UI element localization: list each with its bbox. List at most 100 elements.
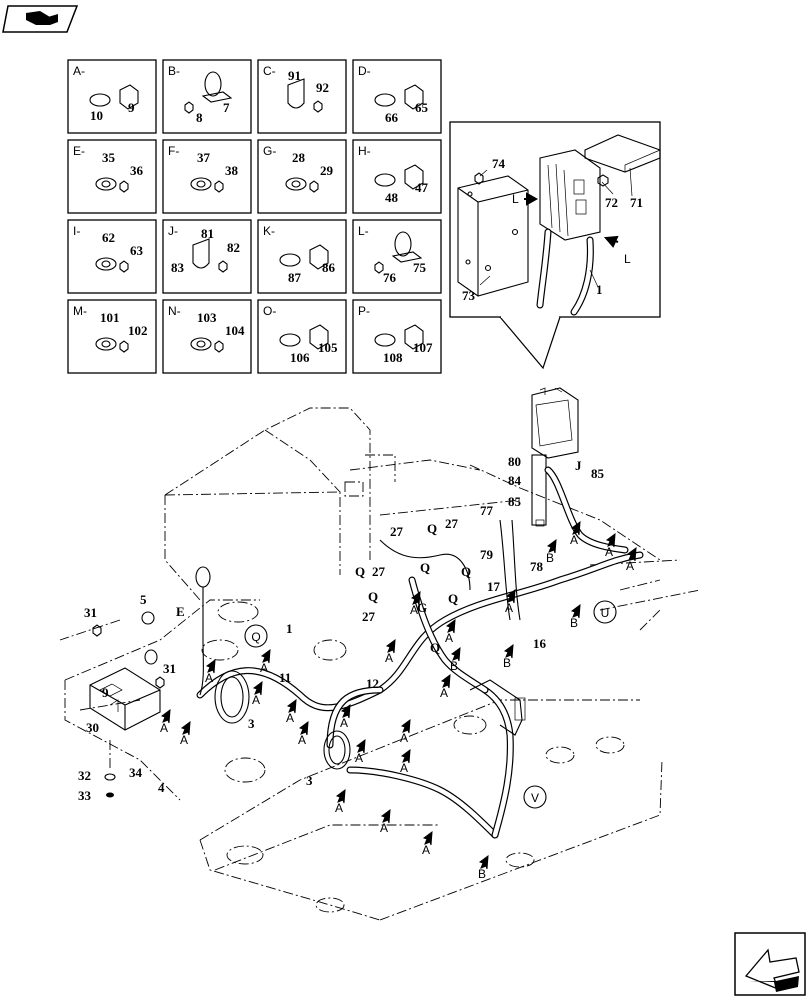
- detail-box-A: A-910: [67, 59, 157, 134]
- clamp-letter: A: [400, 761, 408, 775]
- callout-27: 27: [445, 516, 459, 531]
- inset-part-73: 73: [462, 288, 476, 303]
- detail-box-B: B-78: [162, 59, 252, 134]
- callout-9: 9: [102, 685, 109, 700]
- callout-33: 33: [78, 788, 92, 803]
- clamp-letter: A: [422, 843, 430, 857]
- clamp-letter: A: [445, 631, 453, 645]
- callout-Q: Q: [430, 640, 440, 655]
- part-number-106: 106: [290, 350, 310, 365]
- previous-page-arrow-icon[interactable]: [734, 932, 806, 996]
- clamp-letter: A: [355, 751, 363, 765]
- clamp-marker: B: [570, 603, 581, 630]
- detail-box-title: A-: [73, 64, 85, 78]
- part-number-47: 47: [415, 180, 429, 195]
- clamp-letter: B: [570, 616, 578, 630]
- main-harness: [196, 466, 644, 839]
- detail-box-title: I-: [73, 224, 80, 238]
- detail-box-title: M-: [73, 304, 87, 318]
- detail-box-grid: A-910B-78C-9192D-6566E-3536F-3738G-2829H…: [67, 59, 442, 374]
- callout-J: J: [575, 458, 582, 473]
- clamp-letter: A: [570, 533, 578, 547]
- work-lamp: [195, 566, 211, 696]
- detail-box-title: P-: [358, 304, 370, 318]
- part-number-82: 82: [227, 240, 240, 255]
- clamp-letter: A: [410, 603, 418, 617]
- circled-reference-U: U: [593, 600, 617, 624]
- clamp-marker: A: [422, 830, 433, 857]
- part-number-91: 91: [288, 68, 301, 83]
- circled-reference-V: V: [523, 785, 547, 809]
- detail-box-title: N-: [168, 304, 181, 318]
- part-number-66: 66: [385, 110, 399, 125]
- inset-part-72: 72: [605, 195, 618, 210]
- callout-34: 34: [129, 765, 143, 780]
- book-open-icon[interactable]: [2, 5, 79, 33]
- callout-3: 3: [248, 716, 255, 731]
- clamp-letter: B: [450, 659, 458, 673]
- clamp-letter: A: [440, 686, 448, 700]
- clamp-marker: A: [410, 590, 421, 617]
- clamp-marker: B: [503, 643, 514, 670]
- callout-31: 31: [84, 605, 97, 620]
- part-number-86: 86: [322, 260, 336, 275]
- part-number-48: 48: [385, 190, 399, 205]
- clamp-marker: A: [252, 680, 263, 707]
- part-number-10: 10: [90, 108, 103, 123]
- detail-box-title: G-: [263, 144, 276, 158]
- callout-5: 5: [140, 592, 147, 607]
- clamp-marker: A: [400, 718, 411, 745]
- part-number-92: 92: [316, 80, 329, 95]
- detail-box-title: J-: [168, 224, 178, 238]
- inset-part-1: 1: [596, 282, 603, 297]
- part-number-29: 29: [320, 163, 334, 178]
- clamp-marker: A: [505, 588, 516, 615]
- callout-4: 4: [158, 780, 165, 795]
- clamp-letter: A: [286, 711, 294, 725]
- callout-85: 85: [508, 494, 522, 509]
- clamp-letter: A: [205, 671, 213, 685]
- circled-reference-T: Q: [244, 624, 268, 648]
- control-unit-mount: [531, 387, 579, 527]
- callout-79: 79: [480, 547, 494, 562]
- detail-box-title: B-: [168, 64, 180, 78]
- callout-Q: Q: [448, 591, 458, 606]
- callout-Q: Q: [427, 521, 437, 536]
- clamp-letter: A: [626, 559, 634, 573]
- part-number-35: 35: [102, 150, 116, 165]
- detail-box-title: F-: [168, 144, 179, 158]
- part-number-104: 104: [225, 323, 245, 338]
- battery-box: [89, 611, 165, 798]
- clamp-letter: B: [546, 551, 554, 565]
- part-number-105: 105: [318, 340, 338, 355]
- clamp-marker: A: [570, 520, 581, 547]
- clamp-marker: B: [546, 538, 557, 565]
- clamp-letter: A: [385, 651, 393, 665]
- connector-bracket: [469, 679, 526, 736]
- clamp-marker: A: [205, 658, 216, 685]
- inset-part-71: 71: [630, 195, 643, 210]
- clamp-letter: A: [335, 801, 343, 815]
- callout-27: 27: [362, 609, 376, 624]
- part-number-102: 102: [128, 323, 148, 338]
- part-number-103: 103: [197, 310, 217, 325]
- clamp-marker: A: [298, 720, 309, 747]
- detail-box-title: D-: [358, 64, 371, 78]
- callout-1: 1: [286, 621, 293, 636]
- clamp-letter: A: [400, 731, 408, 745]
- clamp-letter: A: [605, 545, 613, 559]
- detail-box-title: L-: [358, 224, 369, 238]
- part-number-81: 81: [201, 226, 214, 241]
- callout-31: 31: [163, 661, 176, 676]
- callout-12: 12: [366, 676, 379, 691]
- clamp-marker: A: [260, 648, 271, 675]
- inset-part-74: 74: [492, 156, 506, 171]
- inset-arrow-label: L: [624, 252, 631, 266]
